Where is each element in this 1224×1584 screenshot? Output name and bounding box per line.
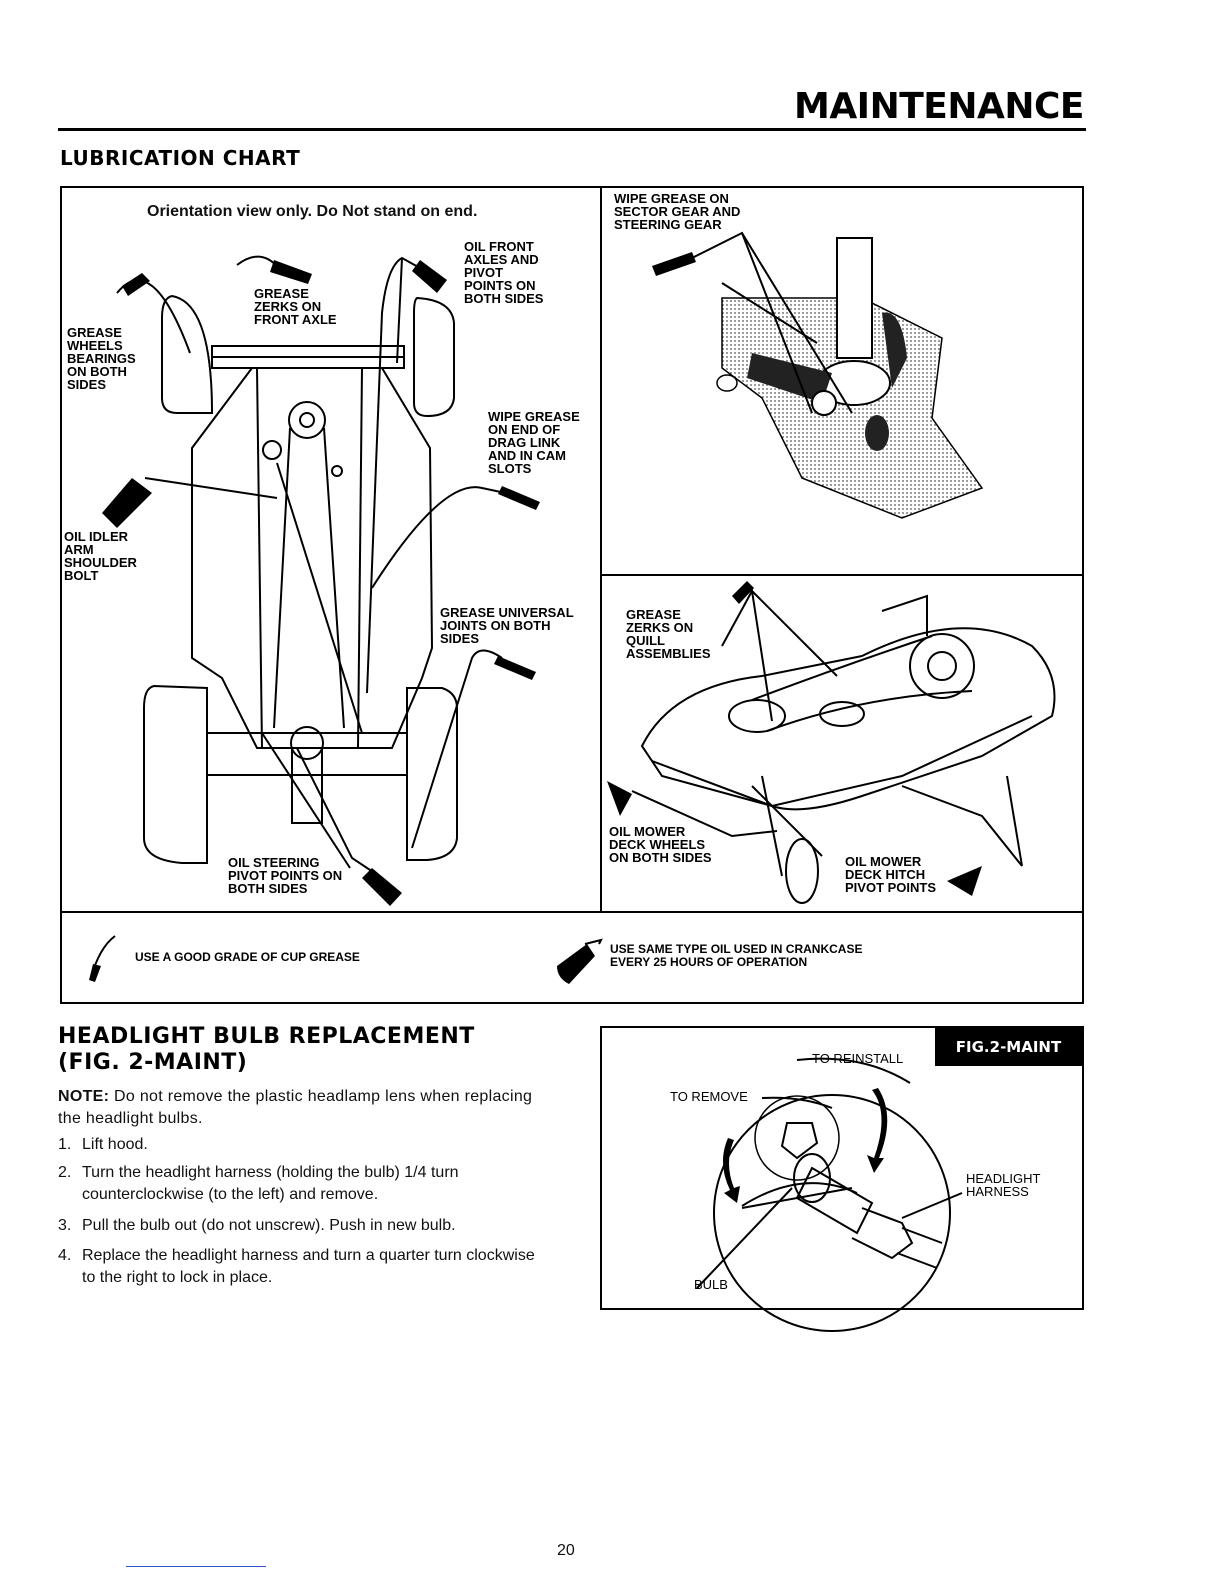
tractor-lubrication-diagram bbox=[102, 255, 540, 906]
note-text: Do not remove the plastic headlamp lens … bbox=[58, 1088, 533, 1127]
step-number: 3. bbox=[58, 1217, 72, 1234]
step-text: Pull the bulb out (do not unscrew). Push… bbox=[82, 1217, 456, 1234]
label-wipe-sector: WIPE GREASE ON SECTOR GEAR AND STEERING … bbox=[614, 191, 741, 232]
step-text: Lift hood. bbox=[82, 1136, 148, 1153]
footer-link-rule bbox=[126, 1566, 266, 1567]
headlight-title-line2: (FIG. 2-MAINT) bbox=[58, 1050, 248, 1075]
grease-gun-icon bbox=[89, 935, 116, 982]
frame-divider-legend bbox=[60, 911, 1084, 913]
headlight-bulb-diagram bbox=[696, 1057, 963, 1332]
mower-deck-diagram bbox=[607, 581, 1056, 904]
label-oil-deck-wheels: OIL MOWER DECK WHEELS ON BOTH SIDES bbox=[609, 824, 712, 865]
label-bulb: BULB bbox=[694, 1277, 728, 1292]
label-wipe-drag-link: WIPE GREASE ON END OF DRAG LINK AND IN C… bbox=[488, 409, 580, 476]
label-oil-front-axles: OIL FRONT AXLES AND PIVOT POINTS ON BOTH… bbox=[464, 239, 544, 306]
frame-divider-right bbox=[600, 574, 1084, 576]
section-title: MAINTENANCE bbox=[794, 86, 1085, 127]
label-headlight-harness: HEADLIGHT HARNESS bbox=[966, 1171, 1041, 1199]
label-grease-quill: GREASE ZERKS ON QUILL ASSEMBLIES bbox=[626, 607, 711, 661]
step-text: Replace the headlight harness and turn a… bbox=[82, 1247, 535, 1286]
note-label: NOTE: bbox=[58, 1088, 110, 1105]
step-1: 1. Lift hood. bbox=[58, 1134, 558, 1156]
step-number: 1. bbox=[58, 1136, 72, 1153]
label-grease-universal: GREASE UNIVERSAL JOINTS ON BOTH SIDES bbox=[440, 605, 574, 646]
step-4: 4. Replace the headlight harness and tur… bbox=[58, 1245, 558, 1289]
fig2-frame bbox=[600, 1026, 1084, 1310]
lubrication-title: LUBRICATION CHART bbox=[60, 146, 301, 170]
label-oil-steering: OIL STEERING PIVOT POINTS ON BOTH SIDES bbox=[228, 855, 343, 896]
label-grease-wheels: GREASE WHEELS BEARINGS ON BOTH SIDES bbox=[67, 325, 136, 392]
legend-grease-text: USE A GOOD GRADE OF CUP GREASE bbox=[135, 950, 360, 964]
headlight-note: NOTE: Do not remove the plastic headlamp… bbox=[58, 1086, 550, 1130]
oil-can-icon bbox=[557, 938, 603, 984]
step-2: 2. Turn the headlight harness (holding t… bbox=[58, 1162, 558, 1206]
legend-oil-text: USE SAME TYPE OIL USED IN CRANKCASE EVER… bbox=[610, 942, 863, 969]
label-grease-zerks-front: GREASE ZERKS ON FRONT AXLE bbox=[254, 286, 337, 327]
header-rule bbox=[58, 128, 1086, 131]
step-text: Turn the headlight harness (holding the … bbox=[82, 1164, 459, 1203]
frame-divider-vertical bbox=[600, 186, 602, 912]
label-oil-idler: OIL IDLER ARM SHOULDER BOLT bbox=[64, 529, 137, 583]
step-number: 2. bbox=[58, 1164, 72, 1181]
label-to-remove: TO REMOVE bbox=[670, 1089, 748, 1104]
steering-gear-diagram bbox=[652, 231, 984, 519]
orientation-note: Orientation view only. Do Not stand on e… bbox=[147, 203, 478, 220]
fig2-badge: FIG.2-MAINT bbox=[935, 1028, 1082, 1066]
headlight-title-line1: HEADLIGHT BULB REPLACEMENT bbox=[58, 1024, 475, 1049]
step-number: 4. bbox=[58, 1247, 72, 1264]
page-number: 20 bbox=[557, 1542, 575, 1559]
label-to-reinstall: TO REINSTALL bbox=[812, 1051, 904, 1066]
label-oil-deck-hitch: OIL MOWER DECK HITCH PIVOT POINTS bbox=[845, 854, 937, 895]
step-3: 3. Pull the bulb out (do not unscrew). P… bbox=[58, 1215, 558, 1237]
lubrication-chart-frame bbox=[60, 186, 1084, 1004]
